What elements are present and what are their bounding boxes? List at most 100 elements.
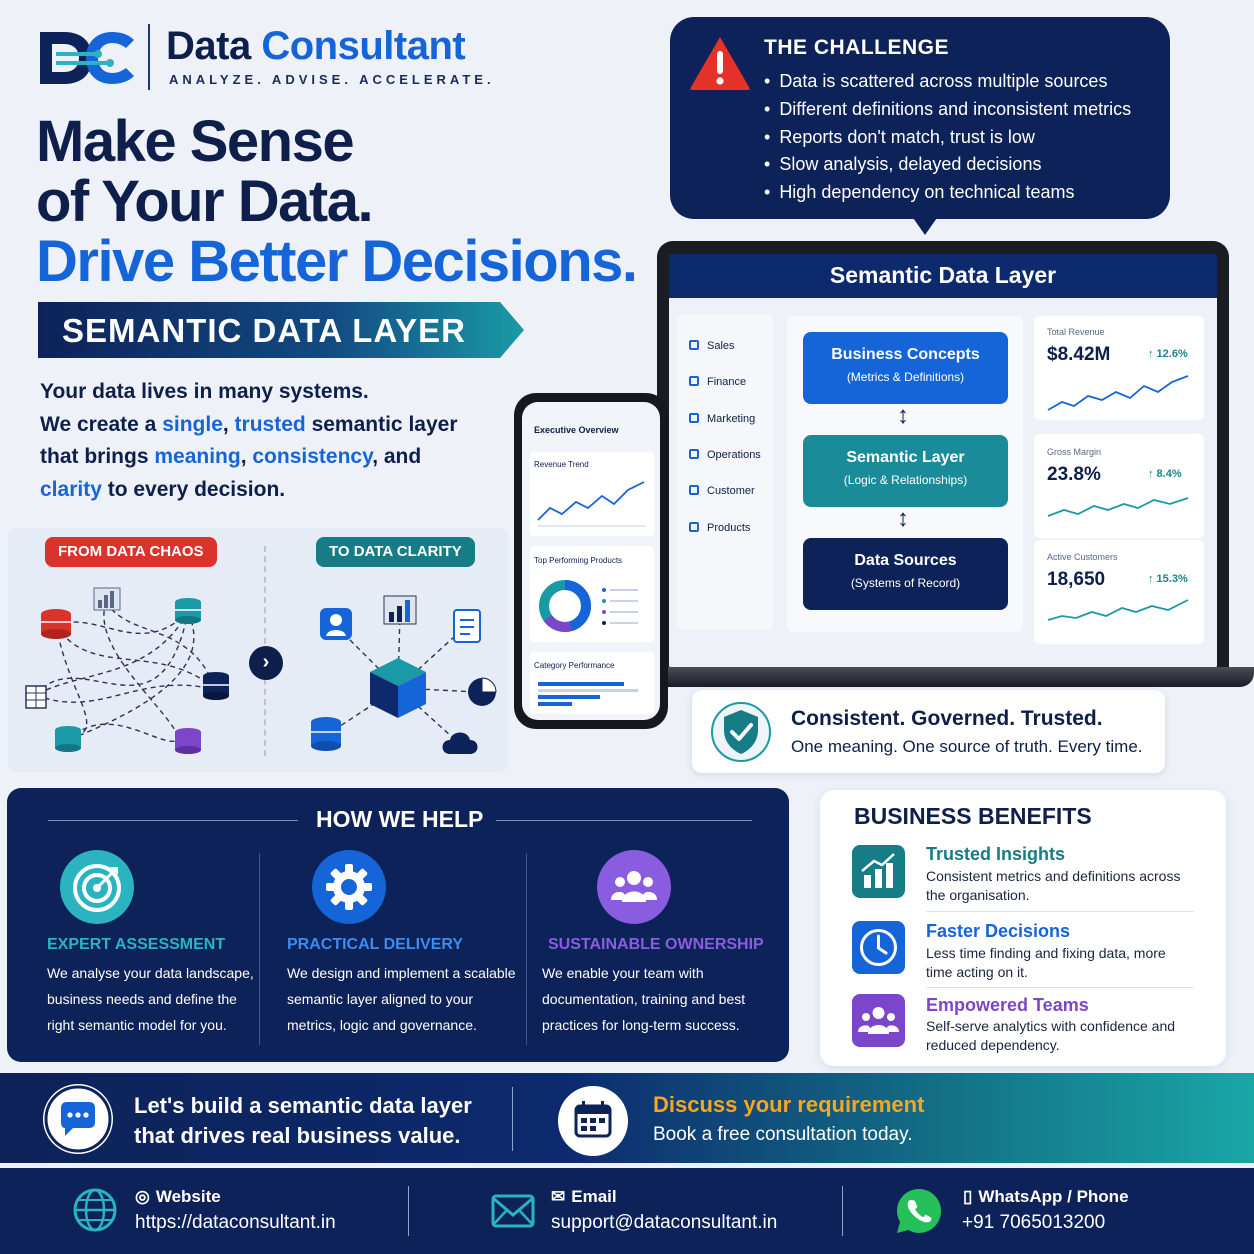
database-icon: [41, 609, 71, 639]
sidebar-item-marketing[interactable]: Marketing: [689, 413, 755, 425]
calendar-icon[interactable]: [558, 1086, 628, 1156]
two-way-arrow-icon: ↕: [897, 505, 909, 532]
database-icon: [311, 717, 341, 751]
challenge-item: High dependency on technical teams: [764, 179, 1164, 207]
block-title: Data Sources: [854, 552, 957, 569]
finance-icon: [689, 376, 699, 386]
phone-title: Executive Overview: [534, 425, 619, 435]
database-icon: [175, 598, 201, 624]
challenge-pointer: [911, 215, 939, 235]
bar-chart-icon: [852, 845, 905, 898]
report-icon: [453, 609, 481, 643]
intro-text: , and: [372, 445, 422, 468]
sidebar-item-operations[interactable]: Operations: [689, 449, 761, 461]
sales-icon: [689, 340, 699, 350]
phone-line-chart: [537, 481, 646, 527]
brand-name-part1: Data: [166, 24, 251, 68]
kpi-value: 23.8%: [1047, 464, 1101, 485]
column-divider: [259, 853, 260, 1045]
block-title: Business Concepts: [831, 346, 980, 363]
intro-paragraph: Your data lives in many systems. We crea…: [40, 376, 480, 506]
sidebar-item-label: Sales: [707, 340, 735, 352]
benefit-divider: [926, 911, 1194, 912]
phone-link[interactable]: +91 7065013200: [962, 1212, 1106, 1233]
brand-tagline: ANALYZE. ADVISE. ACCELERATE.: [169, 72, 495, 87]
block-subtitle: (Logic & Relationships): [843, 473, 968, 487]
phone-bar-chart: [538, 682, 638, 706]
challenge-item: Slow analysis, delayed decisions: [764, 151, 1164, 179]
phone-card-revenue: [530, 452, 654, 536]
intro-highlight: consistency: [252, 445, 373, 468]
headline-line-2: of Your Data.: [36, 169, 374, 234]
help-text: We analyse your data landscape, business…: [47, 965, 254, 1033]
kpi-sparkline: [1047, 599, 1189, 621]
help-text: We design and implement a scalable seman…: [287, 965, 516, 1033]
benefit-divider: [926, 987, 1194, 988]
cube-icon: [370, 658, 426, 718]
laptop-base: [600, 667, 1254, 687]
kpi-sparkline: [1047, 375, 1189, 411]
kpi-change: ↑ 8.4%: [1148, 468, 1182, 480]
clock-icon: [852, 921, 905, 974]
section-ribbon: [38, 302, 524, 358]
dc-logo-icon: [40, 32, 134, 84]
kpi-card-customers: [1034, 540, 1204, 644]
ribbon-label: SEMANTIC DATA LAYER: [62, 312, 467, 349]
sidebar-item-products[interactable]: Products: [689, 522, 750, 534]
marketing-icon: [689, 413, 699, 423]
phone-label-text: WhatsApp / Phone: [978, 1187, 1129, 1206]
website-label: ◎Website: [135, 1187, 221, 1207]
intro-highlight: clarity: [40, 477, 102, 501]
brand-name: Data Consultant: [166, 24, 466, 69]
column-divider: [526, 853, 527, 1045]
cta-divider: [512, 1087, 513, 1151]
brand-name-part2: Consultant: [261, 24, 466, 68]
data-chaos-illustration: [25, 587, 229, 754]
chevron-right-icon: ›: [249, 646, 283, 680]
phone-label: ▯ WhatsApp / Phone: [963, 1187, 1129, 1207]
bar-chart-icon: [93, 587, 121, 611]
from-chaos-label: FROM DATA CHAOS: [45, 537, 217, 567]
intro-highlight: meaning: [154, 445, 241, 468]
how-we-help-title: HOW WE HELP: [316, 806, 484, 832]
sidebar-item-customer[interactable]: Customer: [689, 485, 755, 497]
envelope-small-icon: ✉: [551, 1187, 566, 1206]
pie-chart-icon: [468, 677, 497, 706]
whatsapp-icon: [897, 1189, 941, 1233]
data-sources-block: Data Sources (Systems of Record): [803, 538, 1008, 610]
email-link[interactable]: support@dataconsultant.in: [551, 1212, 778, 1233]
products-icon: [689, 522, 699, 532]
website-link[interactable]: https://dataconsultant.in: [135, 1212, 336, 1233]
help-heading: EXPERT ASSESSMENT: [47, 936, 226, 953]
team-icon: [597, 850, 671, 924]
challenge-item: Reports don't match, trust is low: [764, 124, 1164, 152]
intro-text: ,: [240, 445, 253, 468]
chat-bubble-icon: [43, 1084, 113, 1154]
email-label-text: Email: [571, 1187, 617, 1206]
database-icon: [55, 726, 81, 752]
phone-card-title: Top Performing Products: [534, 556, 623, 565]
sidebar-item-sales[interactable]: Sales: [689, 340, 735, 352]
mobile-phone-icon: ▯: [963, 1187, 973, 1206]
intro-line-1: Your data lives in many systems.: [40, 380, 369, 403]
footer-divider: [842, 1186, 843, 1236]
sidebar-item-label: Products: [707, 522, 751, 534]
gear-icon: [312, 850, 386, 924]
sidebar-item-label: Marketing: [707, 413, 756, 425]
challenge-item: Data is scattered across multiple source…: [764, 68, 1164, 96]
kpi-change: ↑ 15.3%: [1148, 573, 1188, 585]
kpi-change: ↑ 12.6%: [1148, 348, 1188, 360]
intro-text: semantic layer that brings: [40, 412, 458, 469]
data-clarity-illustration: [311, 595, 497, 754]
cta-requirement-link[interactable]: Discuss your requirement: [653, 1092, 925, 1117]
sidebar-item-finance[interactable]: Finance: [689, 376, 746, 388]
help-heading: SUSTAINABLE OWNERSHIP: [548, 936, 764, 953]
benefit-text: Less time finding and fixing data, more …: [926, 945, 1166, 980]
warning-icon: [690, 37, 750, 90]
trust-subtitle: One meaning. One source of truth. Every …: [791, 737, 1143, 756]
kpi-label: Gross Margin: [1047, 447, 1102, 457]
database-icon: [175, 728, 201, 754]
kpi-value: 18,650: [1047, 569, 1106, 590]
block-subtitle: (Metrics & Definitions): [846, 370, 965, 384]
cta-consultation-text: Book a free consultation today.: [653, 1124, 913, 1145]
